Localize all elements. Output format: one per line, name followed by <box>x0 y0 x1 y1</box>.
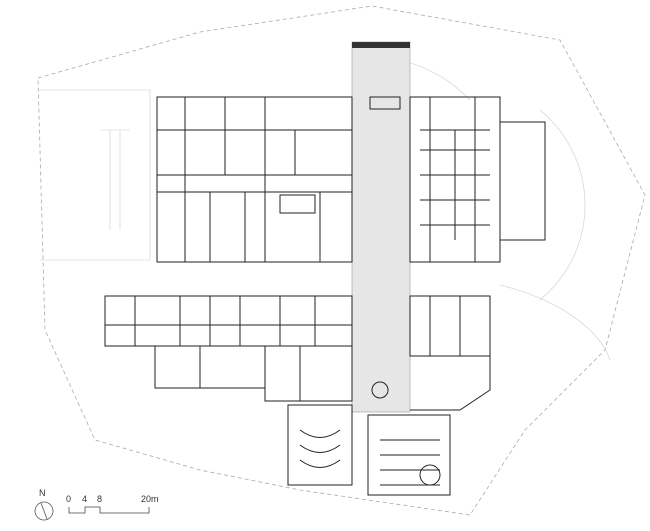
north-label: N <box>39 488 46 498</box>
scale-tick-4: 4 <box>82 494 88 504</box>
scale-tick-8: 8 <box>97 494 103 504</box>
scale-bar <box>68 506 150 514</box>
entrance-canopy <box>352 42 410 48</box>
auditoriums <box>287 381 451 496</box>
scale-tick-0: 0 <box>66 494 72 504</box>
scale-tick-20m: 20m <box>141 494 159 504</box>
upper-building <box>156 96 546 263</box>
site-boundary <box>37 5 646 516</box>
lower-building <box>104 295 491 411</box>
landscape-lines <box>40 59 611 361</box>
north-arrow-icon <box>34 501 54 521</box>
